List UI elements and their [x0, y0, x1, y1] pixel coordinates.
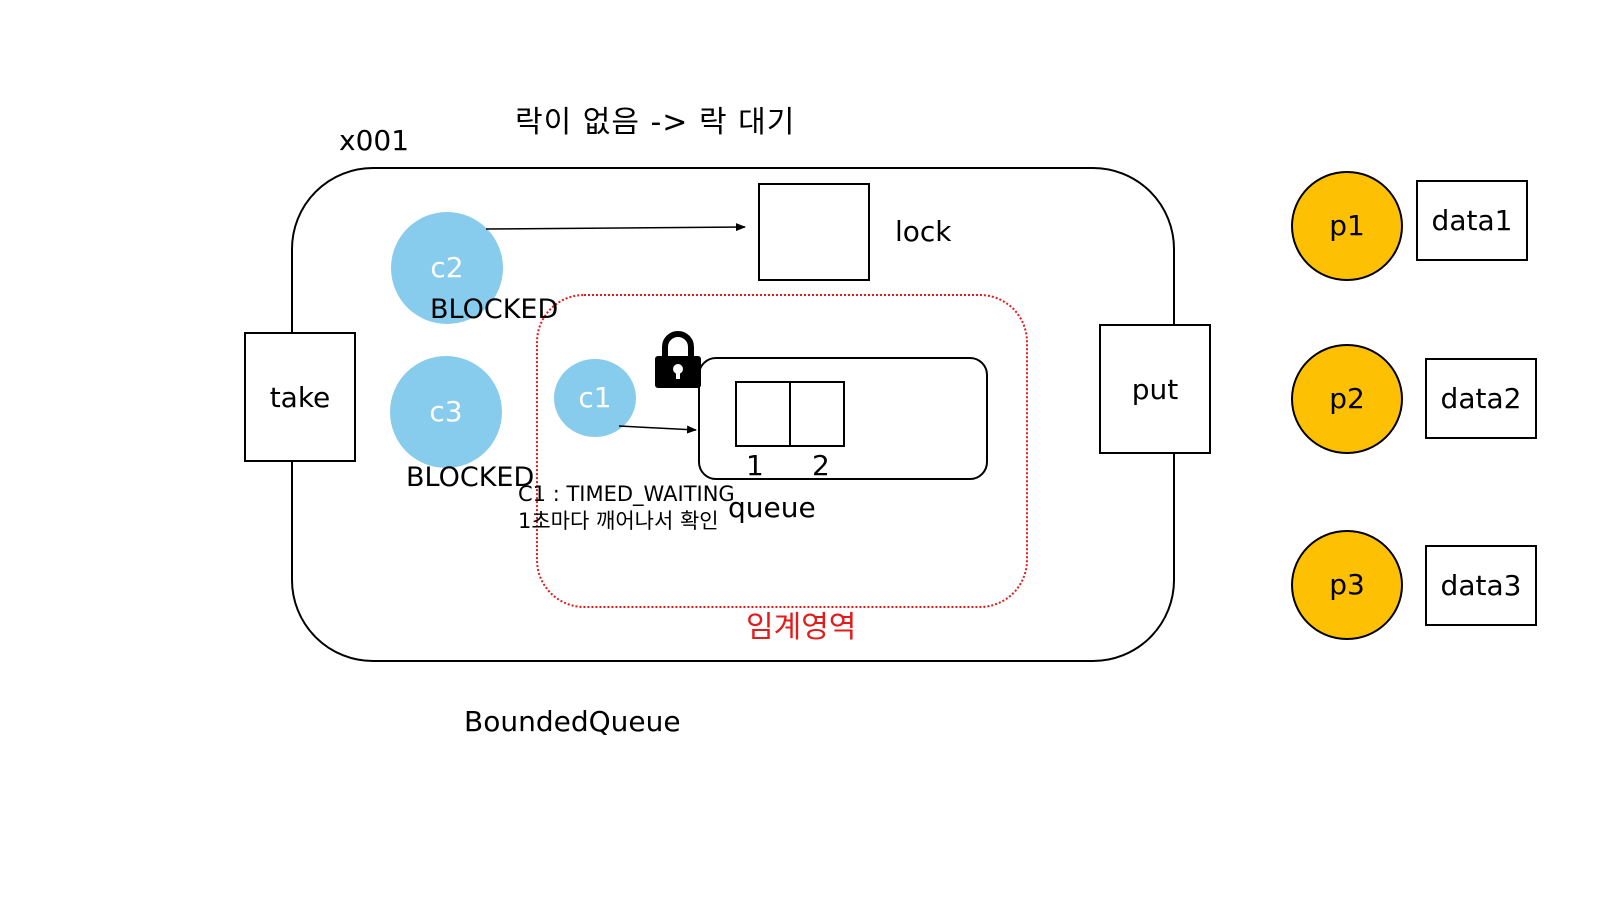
c2-to-lock-arrow: [485, 223, 746, 232]
queue-slot-1: [735, 381, 791, 447]
take-method-label: take: [269, 380, 331, 414]
consumer-c3-label: c3: [429, 395, 463, 428]
consumer-c1-note: 1초마다 깨어나서 확인: [518, 509, 719, 533]
producer-p2-data-label: data2: [1440, 382, 1522, 415]
diagram-title: 락이 없음 -> 락 대기: [515, 105, 796, 140]
consumer-c1-label: c1: [578, 381, 612, 414]
critical-section-label: 임계영역: [746, 610, 857, 645]
lock-label: lock: [895, 215, 952, 248]
producer-p1-label: p1: [1329, 209, 1365, 242]
take-method-box: take: [244, 332, 356, 462]
producer-p1-data-label: data1: [1431, 204, 1513, 237]
producer-p3: p3: [1291, 530, 1403, 640]
consumer-c1-state: C1 : TIMED_WAITING: [518, 482, 735, 506]
producer-p3-label: p3: [1329, 568, 1365, 601]
consumer-c3: c3: [390, 356, 502, 468]
queue-slot-2: [789, 381, 845, 447]
instance-label: x001: [339, 124, 410, 157]
consumer-c3-state: BLOCKED: [406, 462, 535, 493]
class-label: BoundedQueue: [464, 705, 681, 738]
producer-p1-data: data1: [1416, 180, 1528, 261]
producer-p3-data: data3: [1425, 545, 1537, 626]
producer-p2-data: data2: [1425, 358, 1537, 439]
queue-slot-2-label: 2: [812, 449, 830, 482]
producer-p1: p1: [1291, 171, 1403, 281]
producer-p2-label: p2: [1329, 382, 1365, 415]
producer-p2: p2: [1291, 344, 1403, 454]
queue-slot-1-label: 1: [746, 449, 764, 482]
put-method-label: put: [1131, 372, 1179, 406]
lock-box: [758, 183, 870, 281]
consumer-c2-state: BLOCKED: [430, 294, 559, 325]
queue-label: queue: [728, 491, 816, 524]
c1-to-queue-arrow: [618, 425, 697, 434]
consumer-c2: c2: [391, 212, 503, 324]
consumer-c2-label: c2: [430, 251, 464, 284]
consumer-c1: c1: [554, 359, 636, 437]
producer-p3-data-label: data3: [1440, 569, 1522, 602]
padlock-icon: [655, 331, 701, 388]
critical-section-area: [536, 294, 1028, 608]
put-method-box: put: [1099, 324, 1211, 454]
